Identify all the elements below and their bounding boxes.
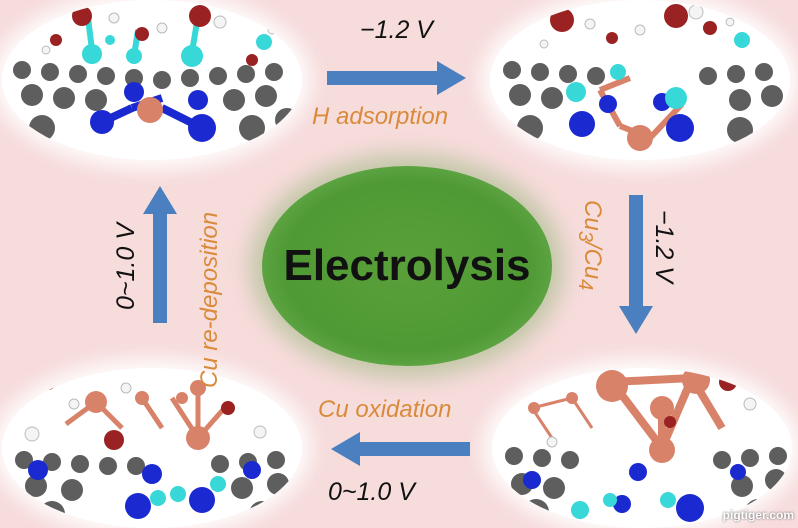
- watermark: pigtiger.com: [722, 508, 794, 522]
- cu-subscript-4: 4: [574, 279, 597, 291]
- molecule-illustration-icon: [505, 368, 787, 525]
- arrow-up-icon: [143, 186, 177, 323]
- center-ellipse: [262, 166, 552, 366]
- step-left-label: Cu re-deposition: [196, 211, 223, 388]
- molecule-illustration-icon: [13, 5, 299, 142]
- step-right-voltage: −1.2 V: [650, 210, 678, 283]
- step-left-voltage: 0~1.0 V: [112, 223, 140, 310]
- cu-text-2: /Cu: [579, 241, 606, 280]
- cu-text: Cu: [579, 200, 606, 231]
- molecule-illustration-icon: [503, 4, 783, 151]
- panel-cu-redeposition: [2, 368, 302, 528]
- cu-subscript-3: 3: [574, 230, 597, 242]
- step-bottom-voltage: 0~1.0 V: [328, 478, 415, 506]
- step-top-voltage: −1.2 V: [360, 16, 433, 44]
- arrow-right-icon: [327, 61, 466, 95]
- panel-cu-oxidation: [492, 368, 792, 528]
- arrow-down-icon: [619, 195, 653, 334]
- step-top-label: H adsorption: [312, 103, 449, 130]
- arrow-left-icon: [331, 432, 470, 466]
- panel-h-adsorption-start: [2, 0, 302, 160]
- panel-h-adsorption-end: [490, 0, 790, 160]
- molecule-illustration-icon: [15, 374, 289, 527]
- step-bottom-label: Cu oxidation: [318, 396, 452, 423]
- center-label: Electrolysis: [283, 241, 531, 290]
- step-right-label: Cu3/Cu4: [573, 200, 606, 290]
